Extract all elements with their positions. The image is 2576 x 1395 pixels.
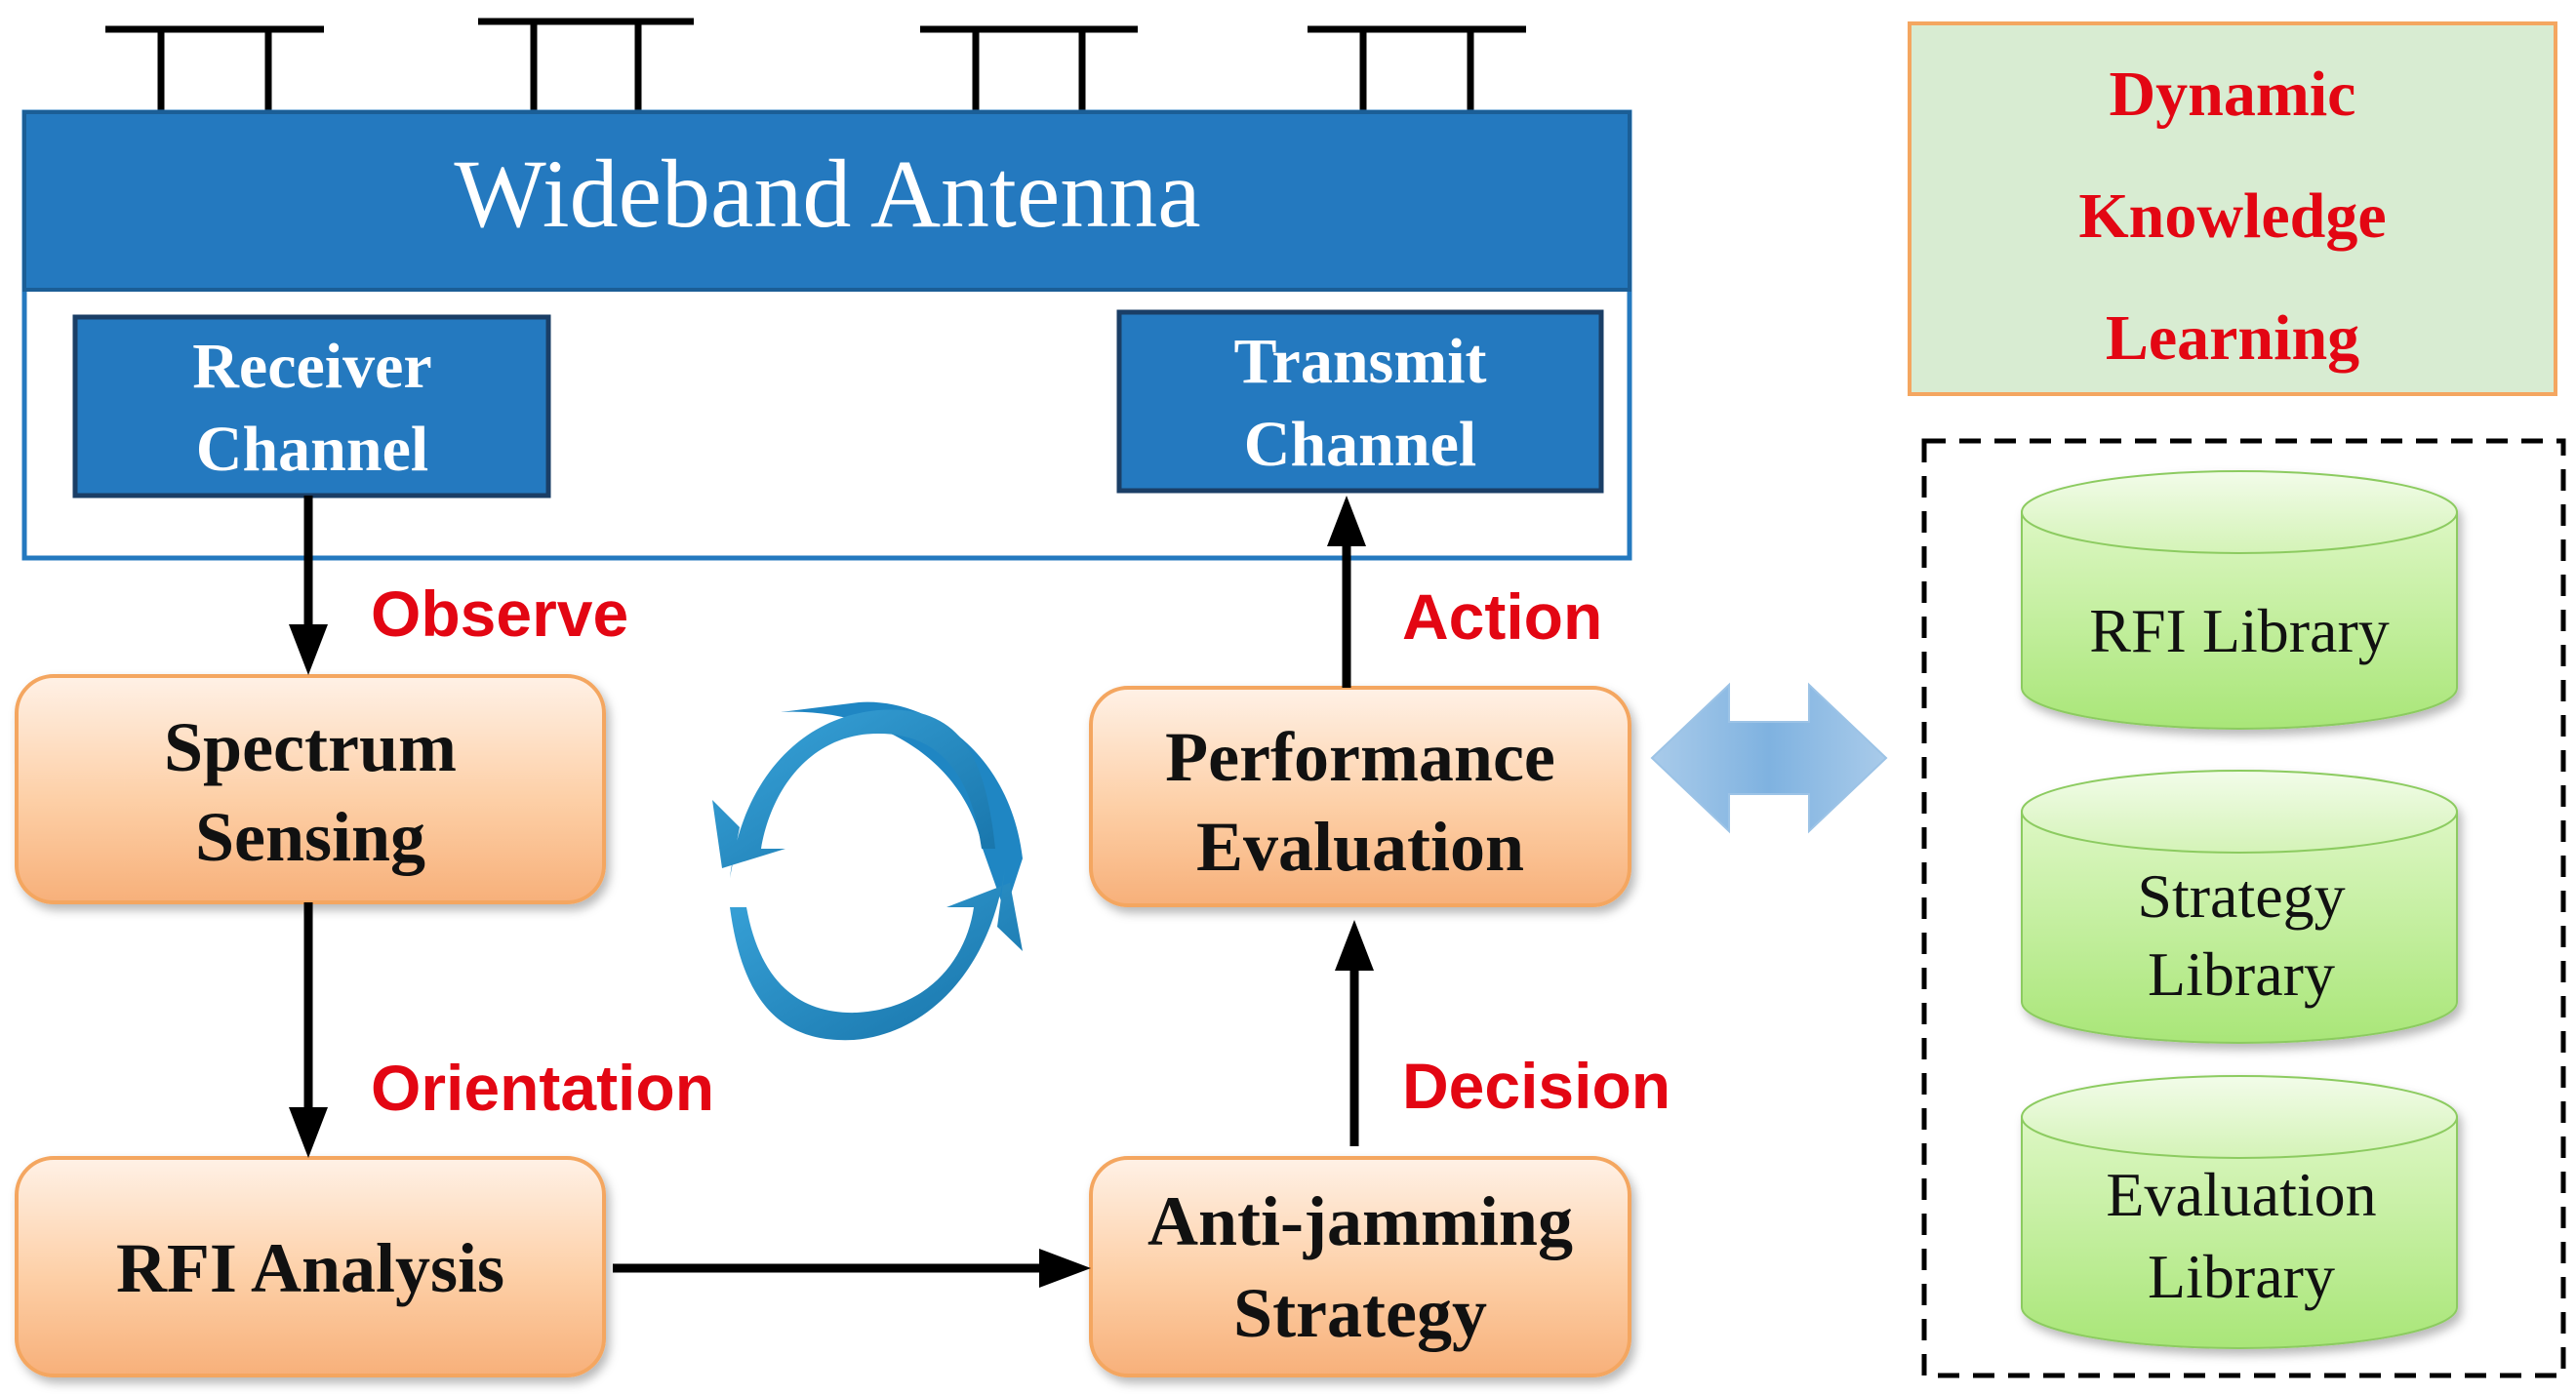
action-label: Action [1402,580,1602,653]
receiver-channel-box [72,314,551,498]
decision-arrow-head [1335,920,1374,971]
dynamic-knowledge-learning-box: Dynamic Knowledge Learning [1908,21,2557,396]
antenna-housing: Wideband Antenna Receiver Channel Transm… [21,109,1632,561]
performance-evaluation-box [1089,686,1631,907]
antenna-elements [105,18,1526,112]
spectrum-sensing-line2: Sensing [195,798,425,876]
antenna-element-2 [213,25,324,112]
orientation-arrow-head [289,1107,328,1158]
antenna-element-4 [583,18,694,112]
antenna-element-1 [105,25,217,112]
transmit-channel-line1: Transmit [1233,326,1486,397]
receiver-channel-line2: Channel [196,414,428,485]
wideband-antenna-bar [22,110,1631,292]
orientation-label: Orientation [371,1052,714,1124]
strategy-library-line2: Library [2148,939,2335,1009]
transmit-channel-box [1116,309,1604,494]
arrow-heads [289,496,1374,1288]
loop-boxes: Spectrum Sensing RFI Analysis Anti-jammi… [15,674,1631,1377]
antenna-element-6 [1026,25,1138,112]
strategy-library-cylinder [2021,770,2458,1044]
antenna-element-8 [1415,25,1526,112]
observe-arrow-head [289,624,328,675]
evaluation-library-line2: Library [2148,1242,2335,1311]
knowledge-line3: Learning [2106,302,2359,374]
observe-label: Observe [371,578,628,650]
cycle-icon [712,701,1023,1041]
antenna-element-5 [920,25,1031,112]
evaluation-library-cylinder [2021,1075,2458,1349]
performance-evaluation-line2: Evaluation [1196,808,1524,886]
phase-labels: Observe Orientation Decision Action [371,578,1670,1124]
anti-jamming-line2: Strategy [1233,1274,1487,1352]
performance-evaluation-line1: Performance [1165,718,1555,796]
spectrum-sensing-line1: Spectrum [164,708,457,786]
knowledge-line1: Dynamic [2110,59,2356,130]
decision-flow-arrow-head [1039,1249,1091,1288]
rfi-library-label: RFI Library [2089,596,2390,665]
knowledge-exchange-double-arrow [1650,682,1888,834]
rfi-library-cylinder [2021,470,2458,730]
antenna-element-3 [478,18,589,112]
antenna-title: Wideband Antenna [454,140,1200,248]
antenna-element-7 [1308,25,1419,112]
transmit-channel-line2: Channel [1244,409,1476,480]
action-arrow-head [1327,496,1366,546]
rfi-analysis-label: RFI Analysis [116,1229,504,1307]
strategy-library-line1: Strategy [2137,861,2345,931]
decision-label: Decision [1402,1050,1670,1122]
flow-arrows [303,496,1359,1273]
anti-jamming-strategy-box [1089,1156,1631,1377]
rfi-analysis-box [15,1156,606,1377]
evaluation-library-line1: Evaluation [2106,1160,2376,1229]
cycle-arc-bottom [730,868,1023,1041]
anti-jamming-line1: Anti-jamming [1147,1182,1573,1260]
receiver-channel-line1: Receiver [192,331,431,402]
library-container [1921,438,2566,1378]
knowledge-line2: Knowledge [2078,180,2386,252]
